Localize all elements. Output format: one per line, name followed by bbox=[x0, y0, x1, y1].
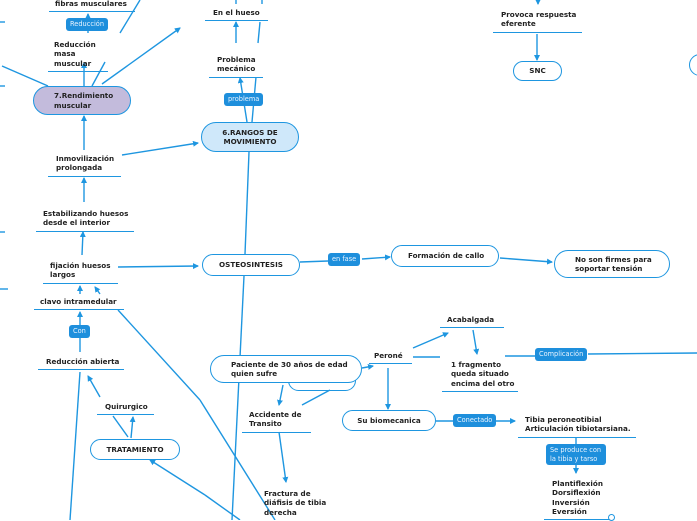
node-reduccion-abierta[interactable]: Reducción abierta bbox=[38, 357, 124, 371]
edge bbox=[79, 231, 86, 256]
edge bbox=[94, 286, 101, 295]
node-osteosintesis[interactable]: OSTEOSINTESIS bbox=[202, 254, 300, 276]
edge bbox=[361, 363, 374, 370]
label-se-produce[interactable]: Se produce con la tibia y tarso bbox=[546, 444, 606, 466]
node-inmovilizacion-prolongada[interactable]: Inmovilización prolongada bbox=[48, 154, 121, 177]
edge bbox=[119, 0, 141, 34]
node-fijacion-huesos[interactable]: fijación huesos largos bbox=[43, 261, 118, 284]
node-provoca-respuesta[interactable]: Provoca respuesta eferente bbox=[493, 10, 582, 33]
edge bbox=[1, 65, 49, 87]
edge bbox=[361, 254, 391, 261]
edge bbox=[91, 61, 106, 87]
edge bbox=[199, 399, 276, 520]
node-formacion-de-callo[interactable]: Formación de callo bbox=[391, 245, 499, 267]
edge bbox=[117, 263, 199, 270]
node-clavo-intramedular[interactable]: clavo intramedular bbox=[34, 297, 124, 311]
node-no-son-firmes[interactable]: No son firmes para soportar tensión bbox=[554, 250, 670, 278]
label-con[interactable]: Con bbox=[69, 325, 90, 338]
edge bbox=[117, 309, 201, 401]
edge bbox=[472, 329, 480, 355]
edge bbox=[69, 371, 81, 520]
edge bbox=[299, 260, 329, 263]
node-problema-mecanico[interactable]: Problema mecánico bbox=[209, 55, 263, 78]
edge bbox=[129, 416, 136, 439]
node-fibras-musculares[interactable]: fibras musculares bbox=[49, 0, 135, 13]
node-paciente[interactable]: Paciente de 30 años de edad quien sufre bbox=[210, 355, 362, 383]
node-acabalgada[interactable]: Acabalgada bbox=[440, 315, 504, 329]
edge bbox=[112, 415, 129, 438]
node-rangos-de-movimiento[interactable]: 6.RANGOS DE MOVIMIENTO bbox=[201, 122, 299, 152]
node-rendimiento-muscular[interactable]: 7.Rendimiento muscular bbox=[33, 86, 131, 115]
edge bbox=[301, 389, 331, 406]
edge bbox=[101, 27, 181, 85]
label-conectado[interactable]: Conectado bbox=[453, 414, 497, 427]
edge bbox=[231, 275, 245, 520]
label-en-fase[interactable]: en fase bbox=[328, 253, 361, 266]
node-en-el-hueso[interactable]: En el hueso bbox=[205, 8, 268, 22]
node-movimientos[interactable]: Plantiflexión Dorsiflexión Inversión Eve… bbox=[544, 479, 610, 521]
label-complicacion[interactable]: Complicación bbox=[535, 348, 588, 361]
edge bbox=[587, 352, 697, 355]
node-snc[interactable]: SNC bbox=[513, 61, 562, 81]
edge bbox=[204, 494, 241, 520]
node-1-fragmento[interactable]: 1 fragmento queda situado encima del otr… bbox=[442, 360, 518, 393]
node-estabilizando-huesos[interactable]: Estabilizando huesos desde el interior bbox=[36, 209, 134, 232]
node-tibia-peroneotibial[interactable]: Tibia peroneotibial Articulación tibiota… bbox=[518, 415, 636, 438]
edge bbox=[257, 21, 261, 44]
node-tratamiento[interactable]: TRATAMIENTO bbox=[90, 439, 180, 460]
edge bbox=[244, 151, 250, 255]
edge bbox=[87, 375, 101, 398]
node-accidente-de-transito[interactable]: Accidente de Transito bbox=[242, 410, 311, 433]
node-reduccion-masa-muscular[interactable]: Reducción masa muscular bbox=[48, 40, 108, 73]
edge bbox=[278, 431, 289, 483]
edge bbox=[277, 384, 284, 406]
edge bbox=[412, 332, 449, 349]
node-fractura-diafisis[interactable]: Fractura de diáfisis de tibia derecha bbox=[264, 489, 327, 517]
edge bbox=[149, 459, 206, 496]
edge bbox=[499, 257, 553, 265]
node-perone[interactable]: Peroné bbox=[369, 351, 412, 365]
node-su-biomecanica[interactable]: Su biomecanica bbox=[342, 410, 436, 431]
label-problema[interactable]: problema bbox=[224, 93, 264, 106]
node-quirurgico[interactable]: Quirurgico bbox=[97, 402, 154, 416]
label-reduccion[interactable]: Reducción bbox=[66, 18, 109, 31]
edge bbox=[121, 140, 199, 156]
